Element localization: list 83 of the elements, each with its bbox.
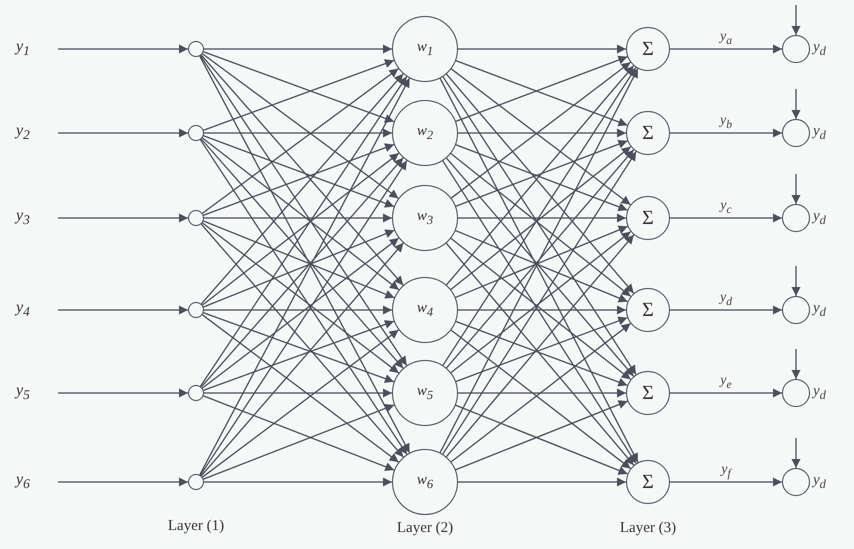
arrow [670, 388, 782, 398]
arrow [792, 174, 800, 204]
summation-node: Σ [626, 111, 670, 155]
arrow [203, 229, 395, 308]
arrow [202, 222, 400, 374]
arrow [203, 143, 394, 216]
arrow [204, 128, 392, 138]
weight-node: w$_{6}$ [392, 449, 458, 515]
arrow [203, 51, 394, 123]
arrow [202, 68, 399, 214]
weight-node: w$_{5}$ [392, 360, 458, 426]
arrow [204, 306, 392, 314]
arrow [202, 137, 400, 290]
arrow [200, 242, 404, 476]
output-label: y$_{d}$ [813, 39, 826, 59]
arrow [792, 266, 800, 296]
layer-label: Layer (3) [620, 520, 676, 537]
arrow [58, 214, 188, 222]
arrow [670, 44, 782, 54]
arrow [670, 306, 782, 314]
arrow [204, 44, 392, 54]
arrow [203, 220, 395, 299]
arrow [203, 312, 394, 383]
layer-label: Layer (1) [168, 518, 224, 535]
input-label: y$_{2}$ [16, 122, 58, 144]
input-node [188, 474, 204, 490]
arrow [458, 478, 626, 486]
input-node [188, 41, 204, 57]
arrow [458, 306, 626, 314]
arrow [670, 478, 782, 486]
layer-label: Layer (2) [396, 520, 454, 537]
arrow [58, 128, 188, 138]
weight-node: w$_{3}$ [392, 185, 458, 251]
input-label: y$_{4}$ [16, 299, 58, 321]
arrow [458, 44, 626, 54]
input-label: y$_{3}$ [16, 207, 58, 229]
arrow [58, 306, 188, 314]
arrow [458, 388, 626, 398]
arrow [58, 388, 188, 398]
output-label: y$_{d}$ [813, 472, 826, 492]
weight-node: w$_{1}$ [392, 16, 458, 82]
arrow [202, 329, 399, 478]
arrow [458, 128, 626, 138]
arrow [792, 89, 800, 119]
arrow [670, 214, 782, 222]
arrow [670, 128, 782, 138]
arrow [792, 5, 800, 35]
input-node [188, 385, 204, 401]
arrow [204, 478, 392, 486]
input-node [188, 302, 204, 318]
output-label: y$_{d}$ [813, 300, 826, 320]
arrow [203, 395, 394, 471]
summation-node: Σ [626, 196, 670, 240]
weight-node: w$_{2}$ [392, 100, 458, 166]
summation-node: Σ [626, 460, 670, 504]
input-node [188, 210, 204, 226]
arrow [204, 388, 392, 398]
output-label: y$_{d}$ [813, 383, 826, 403]
summation-node: Σ [626, 288, 670, 332]
input-node [188, 125, 204, 141]
arrow [203, 404, 394, 480]
arrow [202, 53, 399, 199]
input-label: y$_{6}$ [16, 471, 58, 493]
summation-node: Σ [626, 27, 670, 71]
input-label: y$_{1}$ [16, 38, 58, 60]
arrow [58, 44, 188, 54]
arrow [792, 438, 800, 468]
arrow [458, 214, 626, 222]
weight-node: w$_{4}$ [392, 277, 458, 343]
arrow [792, 349, 800, 379]
arrow [200, 224, 404, 458]
arrow [203, 320, 394, 391]
arrow [202, 238, 400, 389]
arrow [203, 59, 394, 131]
output-label: y$_{d}$ [813, 208, 826, 228]
arrow [203, 135, 394, 208]
input-label: y$_{5}$ [16, 382, 58, 404]
summation-node: Σ [626, 371, 670, 415]
arrow [202, 152, 400, 306]
output-label: y$_{d}$ [813, 123, 826, 143]
arrow [204, 214, 392, 222]
arrow [202, 314, 399, 463]
arrow [58, 478, 188, 486]
